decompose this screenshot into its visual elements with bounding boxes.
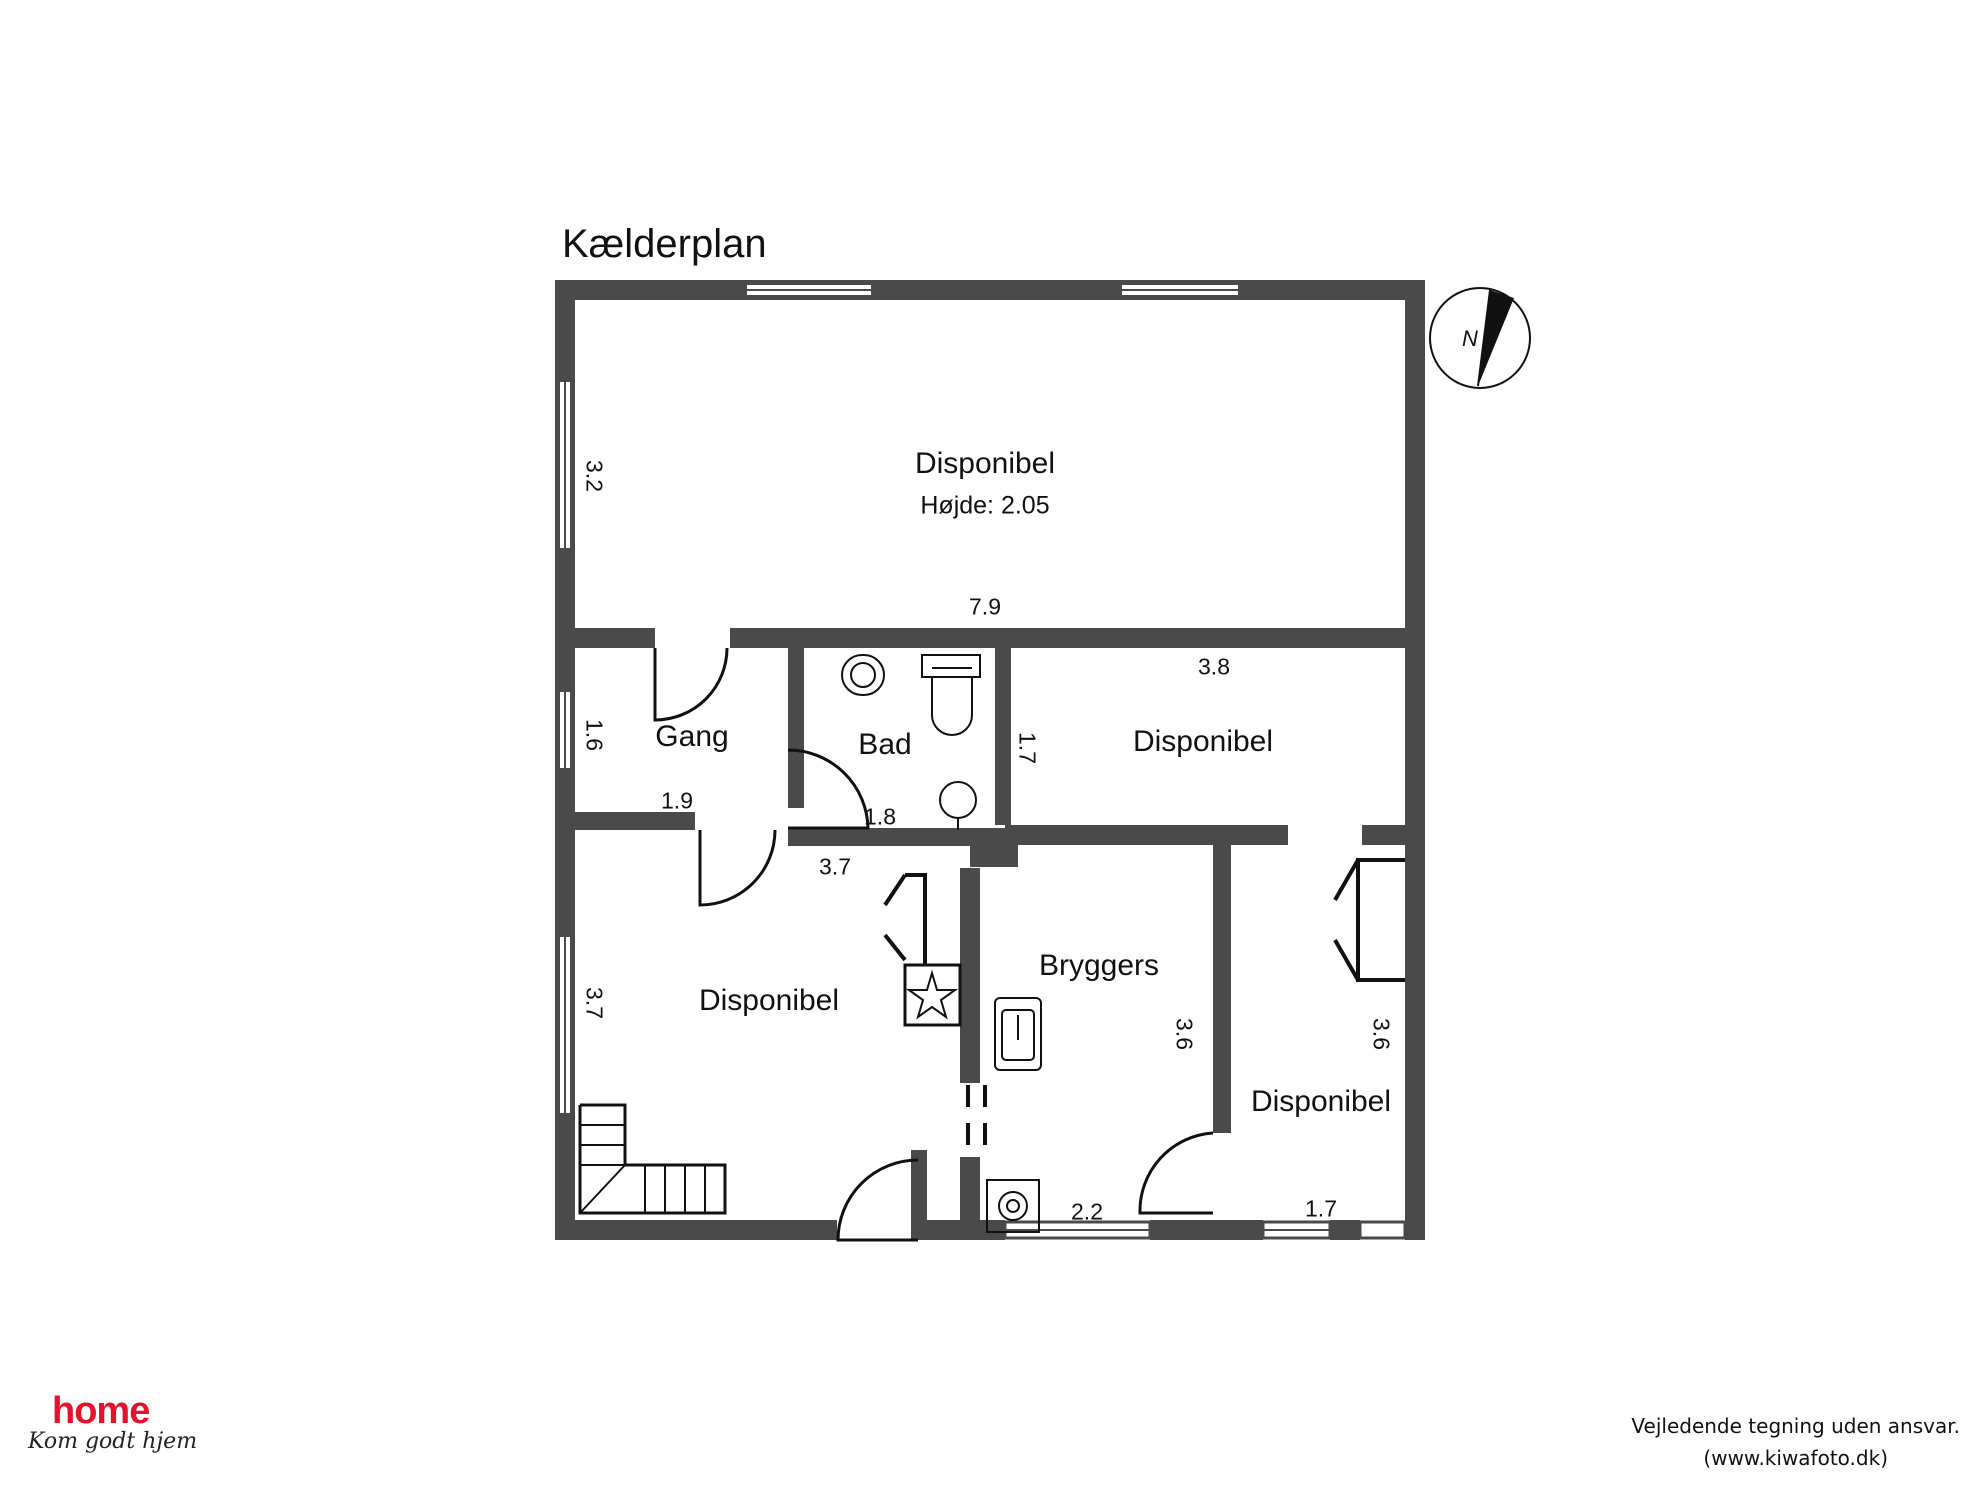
room-top-height: Højde: 2.05	[920, 491, 1050, 520]
dim-bottom-right-height: 3.6	[1368, 1018, 1395, 1050]
dim-mid-right-height: 1.7	[1014, 732, 1041, 764]
wall-h-bad-bottom	[788, 828, 1008, 846]
wall-v-bryggers-right	[1213, 840, 1231, 1133]
window-left-1	[555, 378, 575, 552]
disclaimer: Vejledende tegning uden ansvar. (www.kiw…	[1631, 1410, 1960, 1474]
staircase-icon	[578, 1103, 727, 1215]
outer-wall-bottom-e	[1405, 1220, 1425, 1240]
sink-icon	[841, 654, 885, 696]
dim-mid-right-width: 3.8	[1198, 653, 1230, 680]
wall-v-bryggers-left-a	[960, 868, 980, 1083]
window-top-2	[1118, 280, 1242, 300]
door-bad	[787, 748, 870, 830]
outer-wall-top	[555, 280, 1425, 300]
dim-bottom-right-width: 1.7	[1305, 1195, 1337, 1222]
fireplace-icon	[903, 963, 962, 1027]
dim-bryggers-height: 3.6	[1171, 1018, 1198, 1050]
door-entrance	[836, 1158, 919, 1242]
window-top-1	[743, 280, 875, 300]
wall-h-gang-bottom	[555, 812, 695, 830]
disclaimer-line1: Vejledende tegning uden ansvar.	[1631, 1414, 1960, 1438]
kitchen-sink-icon	[994, 997, 1042, 1071]
shelf-unit-right	[1333, 858, 1405, 982]
outer-wall-bottom-left	[555, 1220, 837, 1240]
room-bottom-right-name: Disponibel	[1250, 1085, 1392, 1118]
wall-h-mid	[1005, 825, 1288, 845]
door-gang-bottom	[698, 829, 777, 907]
shelf-unit-left	[883, 873, 927, 965]
disclaimer-line2: (www.kiwafoto.dk)	[1703, 1446, 1888, 1470]
door-gang-top	[653, 647, 729, 722]
outer-wall-bottom-d	[1330, 1220, 1360, 1240]
dim-bottom-left-width: 3.7	[819, 853, 851, 880]
dim-top-width: 7.9	[969, 593, 1001, 620]
dim-top-height: 3.2	[581, 460, 608, 492]
room-bottom-left-name: Disponibel	[698, 984, 840, 1017]
wall-v-bad-right	[995, 640, 1011, 825]
wall-h-bryggers-top	[970, 845, 1018, 867]
brand-logo: home Kom godt hjem	[28, 1390, 197, 1454]
window-left-2	[555, 688, 575, 772]
wall-v-mid-right	[1405, 640, 1425, 840]
door-bottom-right	[1138, 1131, 1214, 1215]
wall-v-stub	[911, 1150, 927, 1240]
room-bad-name: Bad	[858, 728, 912, 761]
wall-h-top-left	[555, 628, 655, 648]
dim-gang-height: 1.6	[581, 719, 608, 751]
room-top-name: Disponibel	[914, 447, 1056, 480]
compass-icon: N	[1429, 287, 1531, 389]
window-bottom-3	[1358, 1220, 1407, 1240]
washing-machine-icon	[986, 1179, 1040, 1233]
brand-tagline: Kom godt hjem	[28, 1429, 198, 1454]
plan-title: Kælderplan	[562, 222, 767, 266]
room-mid-right-name: Disponibel	[1132, 725, 1274, 758]
outer-wall-bottom-c	[1225, 1220, 1263, 1240]
room-bryggers-name: Bryggers	[1038, 949, 1160, 982]
room-gang-name: Gang	[655, 720, 729, 753]
dim-bryggers-width: 2.2	[1071, 1198, 1103, 1225]
wall-h-top-right	[730, 628, 1425, 648]
drain-icon	[939, 781, 977, 830]
toilet-icon	[921, 654, 981, 736]
wall-h-right-stub	[1362, 825, 1412, 845]
wall-v-bad-left	[788, 640, 804, 808]
dim-bottom-left-height: 3.7	[581, 987, 608, 1019]
compass-label: N	[1462, 326, 1478, 351]
dim-bad-width: 1.8	[864, 803, 896, 830]
brand-name: home	[52, 1390, 150, 1432]
fixtures	[578, 654, 1405, 1233]
outer-wall-bottom-b	[1150, 1220, 1230, 1240]
wall-v-bryggers-left-b	[960, 1157, 980, 1240]
window-left-3	[555, 933, 575, 1117]
dim-gang-width: 1.9	[661, 787, 693, 814]
doors	[653, 647, 1214, 1242]
